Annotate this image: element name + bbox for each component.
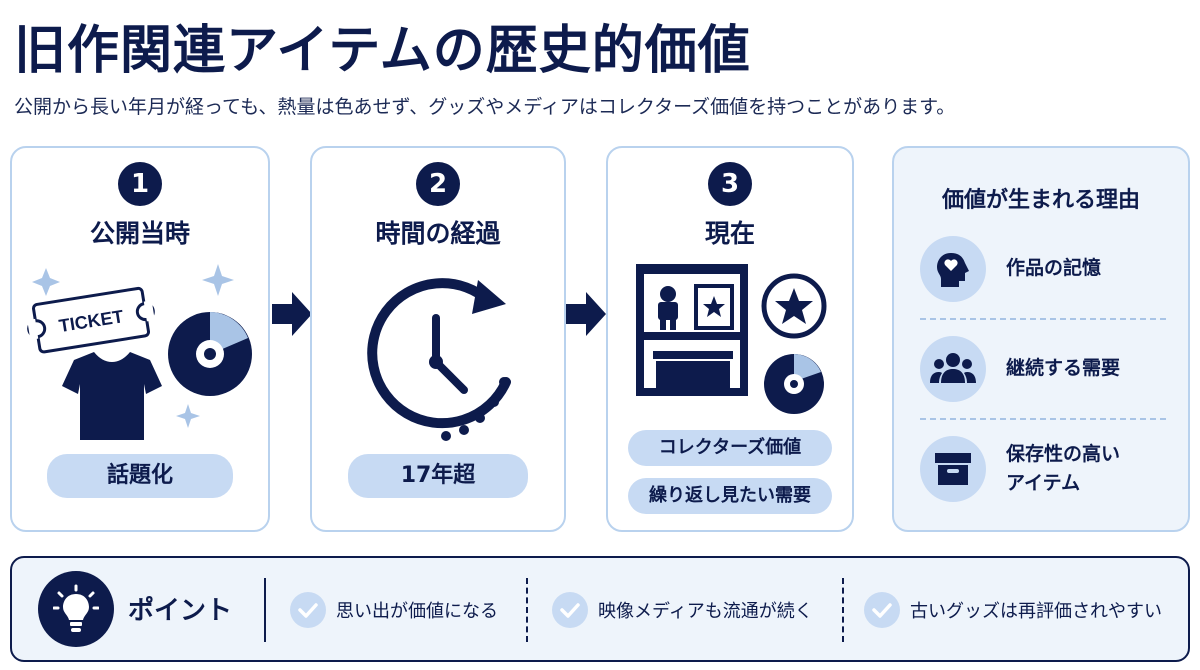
step-number-badge: 2: [416, 162, 460, 206]
star-badge-icon: [761, 273, 827, 339]
storage-box-icon: [920, 436, 986, 502]
arrow-right-icon: [566, 292, 606, 336]
head-heart-icon: [920, 236, 986, 302]
point-label: ポイント: [128, 596, 233, 626]
step-pill: 繰り返し見たい需要: [628, 478, 832, 514]
point-item-label: 思い出が価値になる: [336, 601, 498, 622]
step-pill: 17年超: [348, 454, 528, 498]
figure-icon: [658, 286, 678, 330]
check-icon: [290, 592, 326, 628]
step-card-present: 3 現在: [606, 146, 854, 532]
step-title: 公開当時: [89, 219, 190, 248]
lightbulb-icon: [38, 571, 114, 647]
point-item: 思い出が価値になる: [290, 592, 498, 628]
step-number-badge: 1: [118, 162, 162, 206]
reason-item: 継続する需要: [920, 334, 1168, 404]
disc-icon: [764, 354, 824, 414]
point-item: 古いグッズは再評価されやすい: [864, 592, 1162, 628]
reason-item: 作品の記憶: [920, 234, 1168, 304]
point-item-label: 古いグッズは再評価されやすい: [910, 601, 1162, 622]
sparkle-icon: [32, 264, 234, 428]
divider: [920, 318, 1166, 320]
divider: [526, 578, 528, 642]
step-number-badge: 3: [708, 162, 752, 206]
arrow-right-icon: [272, 292, 312, 336]
collection-shelf-illustration: [636, 264, 827, 414]
collector-box-icon: [651, 349, 735, 388]
display-shelf-icon: [636, 264, 748, 396]
ticket-icon: TICKET: [27, 286, 155, 354]
people-group-icon: [920, 336, 986, 402]
step-card-release: 1 公開当時 TICKET 話題化: [10, 146, 270, 532]
reason-label: 保存性の高い アイテム: [1006, 442, 1121, 494]
release-illustration: TICKET: [27, 264, 252, 440]
reasons-title: 価値が生まれる理由: [941, 188, 1140, 213]
divider: [920, 418, 1166, 420]
reason-label: 作品の記憶: [1006, 257, 1102, 280]
check-icon: [864, 592, 900, 628]
step-pill: 話題化: [47, 454, 233, 498]
step-pill: コレクターズ価値: [628, 430, 832, 466]
framed-star-icon: [694, 284, 734, 330]
tshirt-icon: [62, 352, 162, 440]
divider: [264, 578, 266, 642]
point-item: 映像メディアも流通が続く: [552, 592, 813, 628]
clock-icon: [367, 278, 511, 441]
step-title: 現在: [704, 219, 755, 248]
reason-label: 継続する需要: [1006, 357, 1121, 380]
page-subtitle: 公開から長い年月が経っても、熱量は色あせず、グッズやメディアはコレクターズ価値を…: [14, 96, 956, 118]
point-item-label: 映像メディアも流通が続く: [598, 601, 813, 622]
step-title: 時間の経過: [375, 219, 501, 248]
reason-item: 保存性の高い アイテム: [920, 434, 1168, 504]
reasons-panel: 価値が生まれる理由 作品の記憶 継続する需要: [892, 146, 1190, 532]
disc-icon: [168, 312, 252, 396]
step-card-time-passing: 2 時間の経過 17年超: [310, 146, 566, 532]
check-icon: [552, 592, 588, 628]
point-summary-box: ポイント 思い出が価値になる 映像メディアも流通が続く 古いグッズは再評価されや…: [10, 556, 1190, 662]
divider: [842, 578, 844, 642]
page-title: 旧作関連アイテムの歴史的価値: [14, 21, 751, 81]
